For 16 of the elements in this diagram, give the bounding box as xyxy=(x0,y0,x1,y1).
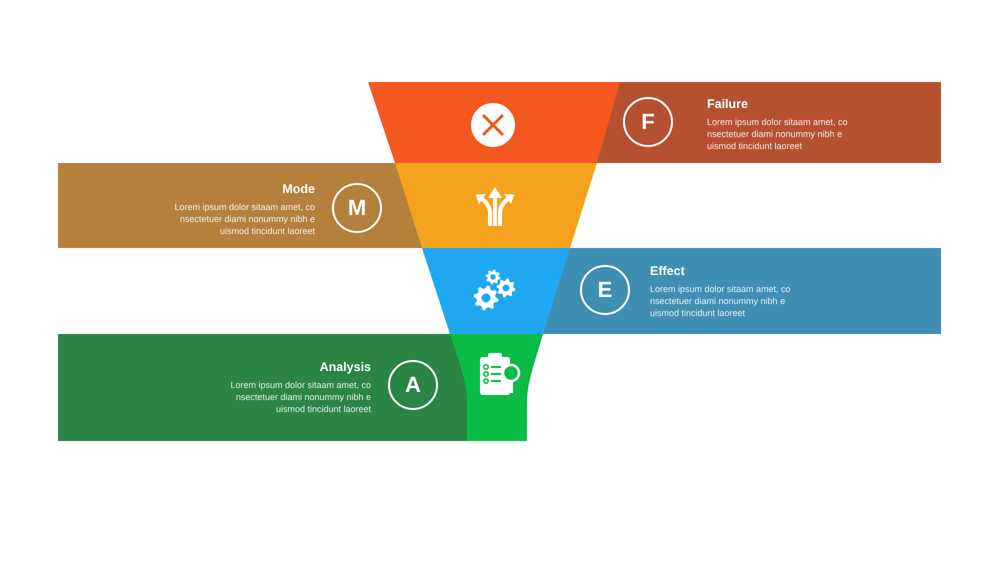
band-heading: Mode xyxy=(282,182,315,197)
letter-badge: M xyxy=(332,183,382,233)
letter-badge: F xyxy=(623,97,673,147)
info-band xyxy=(58,334,468,441)
letter-badge: A xyxy=(388,360,438,410)
letter-badge: E xyxy=(580,265,630,315)
band-heading: Effect xyxy=(650,264,685,279)
band-text: Lorem ipsum dolor sitaam amet, co nsectetuer diami nonummy nibh e uismod tincidunt laoreet xyxy=(650,283,792,319)
band-heading: Analysis xyxy=(320,360,371,375)
band-text: Lorem ipsum dolor sitaam amet, co nsectetuer diami nonummy nibh e uismod tincidunt laoreet xyxy=(229,379,371,415)
band-text: Lorem ipsum dolor sitaam amet, co nsectetuer diami nonummy nibh e uismod tincidunt laoreet xyxy=(707,116,849,152)
band-text: Lorem ipsum dolor sitaam amet, co nsectetuer diami nonummy nibh e uismod tincidunt laoreet xyxy=(173,201,315,237)
info-band xyxy=(543,248,941,334)
band-heading: Failure xyxy=(707,97,748,112)
info-band xyxy=(58,163,422,248)
info-band xyxy=(597,82,941,163)
